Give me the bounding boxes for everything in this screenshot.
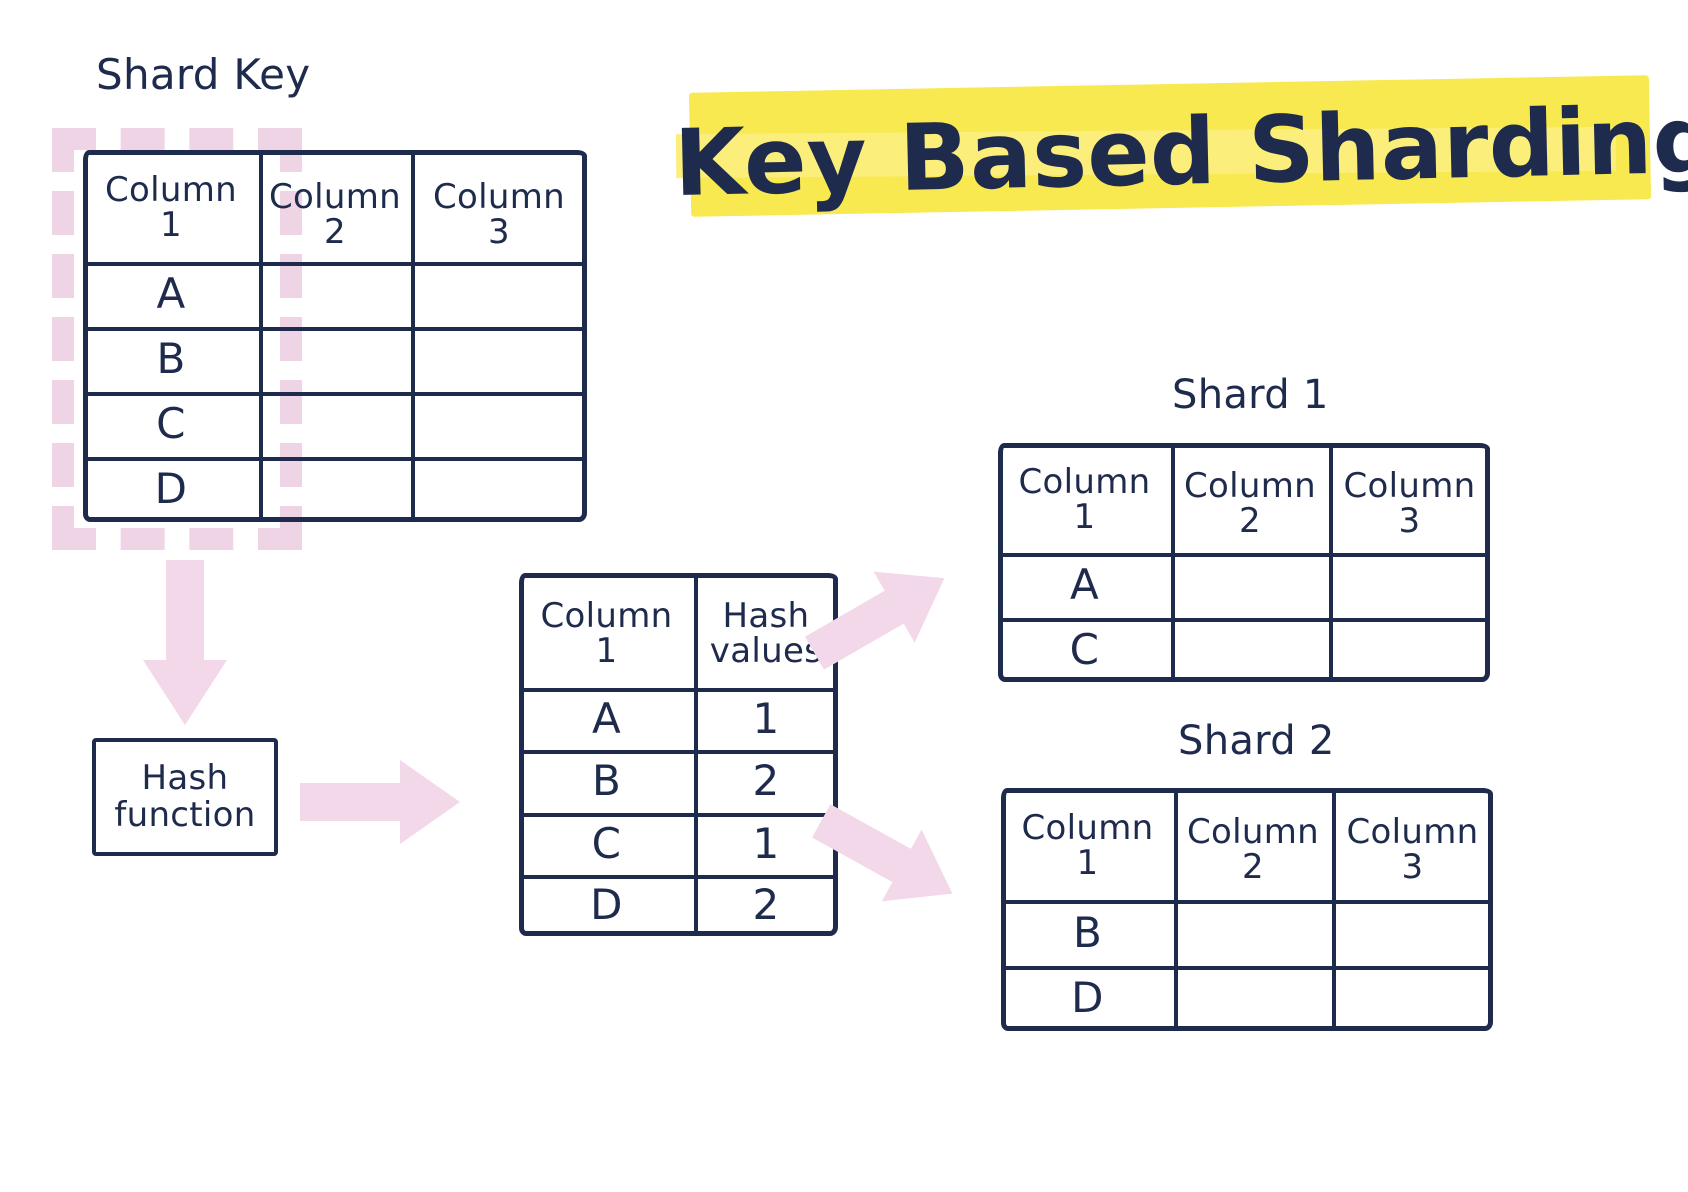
shard-key-label: Shard Key bbox=[96, 50, 311, 99]
table-cell: A bbox=[156, 269, 186, 319]
column-header: Column 2 bbox=[1183, 466, 1316, 541]
column-header: Column 1 bbox=[1021, 808, 1154, 883]
table-cell: D bbox=[154, 464, 188, 514]
table-column-divider bbox=[411, 150, 415, 522]
table-cell: C bbox=[156, 399, 186, 449]
table-row-divider bbox=[83, 327, 587, 331]
table-cell: A bbox=[1069, 560, 1100, 610]
table-cell: 2 bbox=[752, 756, 780, 806]
table-row-divider bbox=[83, 262, 587, 266]
table-row-divider bbox=[519, 813, 838, 817]
column-header: Hash values bbox=[709, 595, 823, 671]
table-column-divider bbox=[1329, 443, 1333, 682]
table-row-divider bbox=[998, 553, 1490, 557]
table-column-divider bbox=[1332, 788, 1336, 1031]
shard1-table: Column 1 Column 2 Column 3 A C bbox=[998, 443, 1490, 682]
table-column-divider bbox=[259, 150, 263, 522]
table-row-divider bbox=[83, 457, 587, 461]
column-header: Column 2 bbox=[268, 177, 401, 252]
table-cell: C bbox=[591, 818, 622, 868]
table-cell: C bbox=[1069, 624, 1100, 674]
column-header: Column 2 bbox=[1186, 812, 1319, 887]
source-table: Column 1 Column 2 Column 3 A B C D bbox=[83, 150, 587, 522]
arrow-shaft bbox=[166, 560, 204, 672]
table-cell: A bbox=[591, 693, 622, 743]
table-row-divider bbox=[519, 875, 838, 879]
arrow-shard-key-to-hash-function bbox=[143, 560, 227, 725]
shard2-label: Shard 2 bbox=[1178, 718, 1335, 764]
column-header: Column 1 bbox=[104, 170, 237, 245]
arrow-head bbox=[143, 660, 227, 725]
column-header: Column 1 bbox=[1018, 462, 1151, 537]
table-cell: 1 bbox=[752, 693, 780, 743]
table-column-divider bbox=[1174, 788, 1178, 1031]
arrow-head bbox=[400, 760, 460, 844]
table-cell: D bbox=[590, 880, 623, 930]
table-cell: 2 bbox=[752, 880, 780, 930]
table-cell: B bbox=[591, 756, 622, 806]
table-column-divider bbox=[1171, 443, 1175, 682]
column-header: Column 3 bbox=[1346, 812, 1479, 887]
shard-key-selection-outline bbox=[52, 128, 302, 550]
table-cell: B bbox=[156, 334, 186, 384]
page-title: Key Based Sharding bbox=[672, 85, 1688, 217]
table-row-divider bbox=[1001, 966, 1493, 970]
hash-values-table: Column 1 Hash values A 1 B 2 C 1 D 2 bbox=[519, 573, 838, 936]
arrow-shaft bbox=[300, 783, 412, 821]
shard2-table: Column 1 Column 2 Column 3 B D bbox=[1001, 788, 1493, 1031]
column-header: Column 3 bbox=[1343, 466, 1476, 541]
table-cell: D bbox=[1071, 973, 1104, 1023]
table-column-divider bbox=[694, 573, 698, 936]
table-row-divider bbox=[1001, 900, 1493, 904]
shard1-label: Shard 1 bbox=[1172, 372, 1329, 418]
column-header: Column 1 bbox=[540, 595, 673, 671]
arrow-hash-function-to-hash-table bbox=[300, 760, 460, 844]
column-header: Column 3 bbox=[432, 177, 565, 252]
table-row-divider bbox=[83, 392, 587, 396]
table-row-divider bbox=[519, 750, 838, 754]
table-cell: B bbox=[1072, 907, 1103, 957]
title-block: Key Based Sharding bbox=[660, 70, 1688, 235]
hash-function-box: Hash function bbox=[92, 738, 278, 856]
table-row-divider bbox=[998, 618, 1490, 622]
table-cell: 1 bbox=[752, 818, 780, 868]
table-row-divider bbox=[519, 688, 838, 692]
